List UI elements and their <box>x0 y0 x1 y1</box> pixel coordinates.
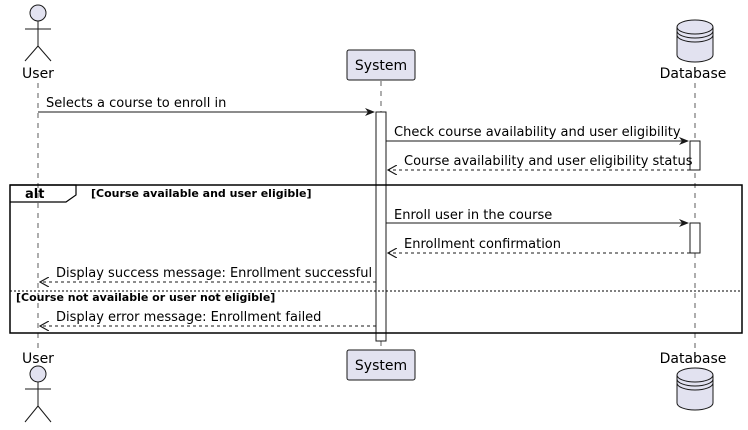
participant-database-top: Database <box>660 19 727 82</box>
alt-guard-2: [Course not available or user not eligib… <box>16 291 275 304</box>
database-icon <box>676 19 714 63</box>
alt-keyword: alt <box>25 187 44 202</box>
activation-database-1 <box>689 140 701 171</box>
message-label: Display success message: Enrollment succ… <box>56 266 372 281</box>
participant-system-bottom: System <box>346 349 416 381</box>
message-label: Enroll user in the course <box>394 208 552 223</box>
participant-database-bottom: Database <box>660 351 727 411</box>
participant-label-database: Database <box>660 66 727 82</box>
message-label: Course availability and user eligibility… <box>404 154 693 169</box>
activation-system <box>375 111 387 342</box>
participant-label-system: System <box>355 358 407 374</box>
actor-user-bottom: User <box>22 351 54 423</box>
message-label: Enrollment confirmation <box>404 237 561 252</box>
participant-label-system: System <box>355 58 407 74</box>
message-label: Selects a course to enroll in <box>46 96 226 111</box>
actor-icon <box>24 365 52 423</box>
actor-user-top: User <box>22 4 54 82</box>
participant-label-user: User <box>22 351 54 367</box>
alt-frame: alt [Course available and user eligible]… <box>9 184 743 334</box>
actor-icon <box>24 4 52 62</box>
participant-label-user: User <box>22 66 54 82</box>
message-label: Display error message: Enrollment failed <box>56 310 321 325</box>
participant-system-top: System <box>346 49 416 81</box>
activation-database-2 <box>689 222 701 254</box>
alt-guard-1: [Course available and user eligible] <box>91 187 312 200</box>
database-icon <box>676 367 714 411</box>
participant-label-database: Database <box>660 351 727 367</box>
message-label: Check course availability and user eligi… <box>394 125 681 140</box>
